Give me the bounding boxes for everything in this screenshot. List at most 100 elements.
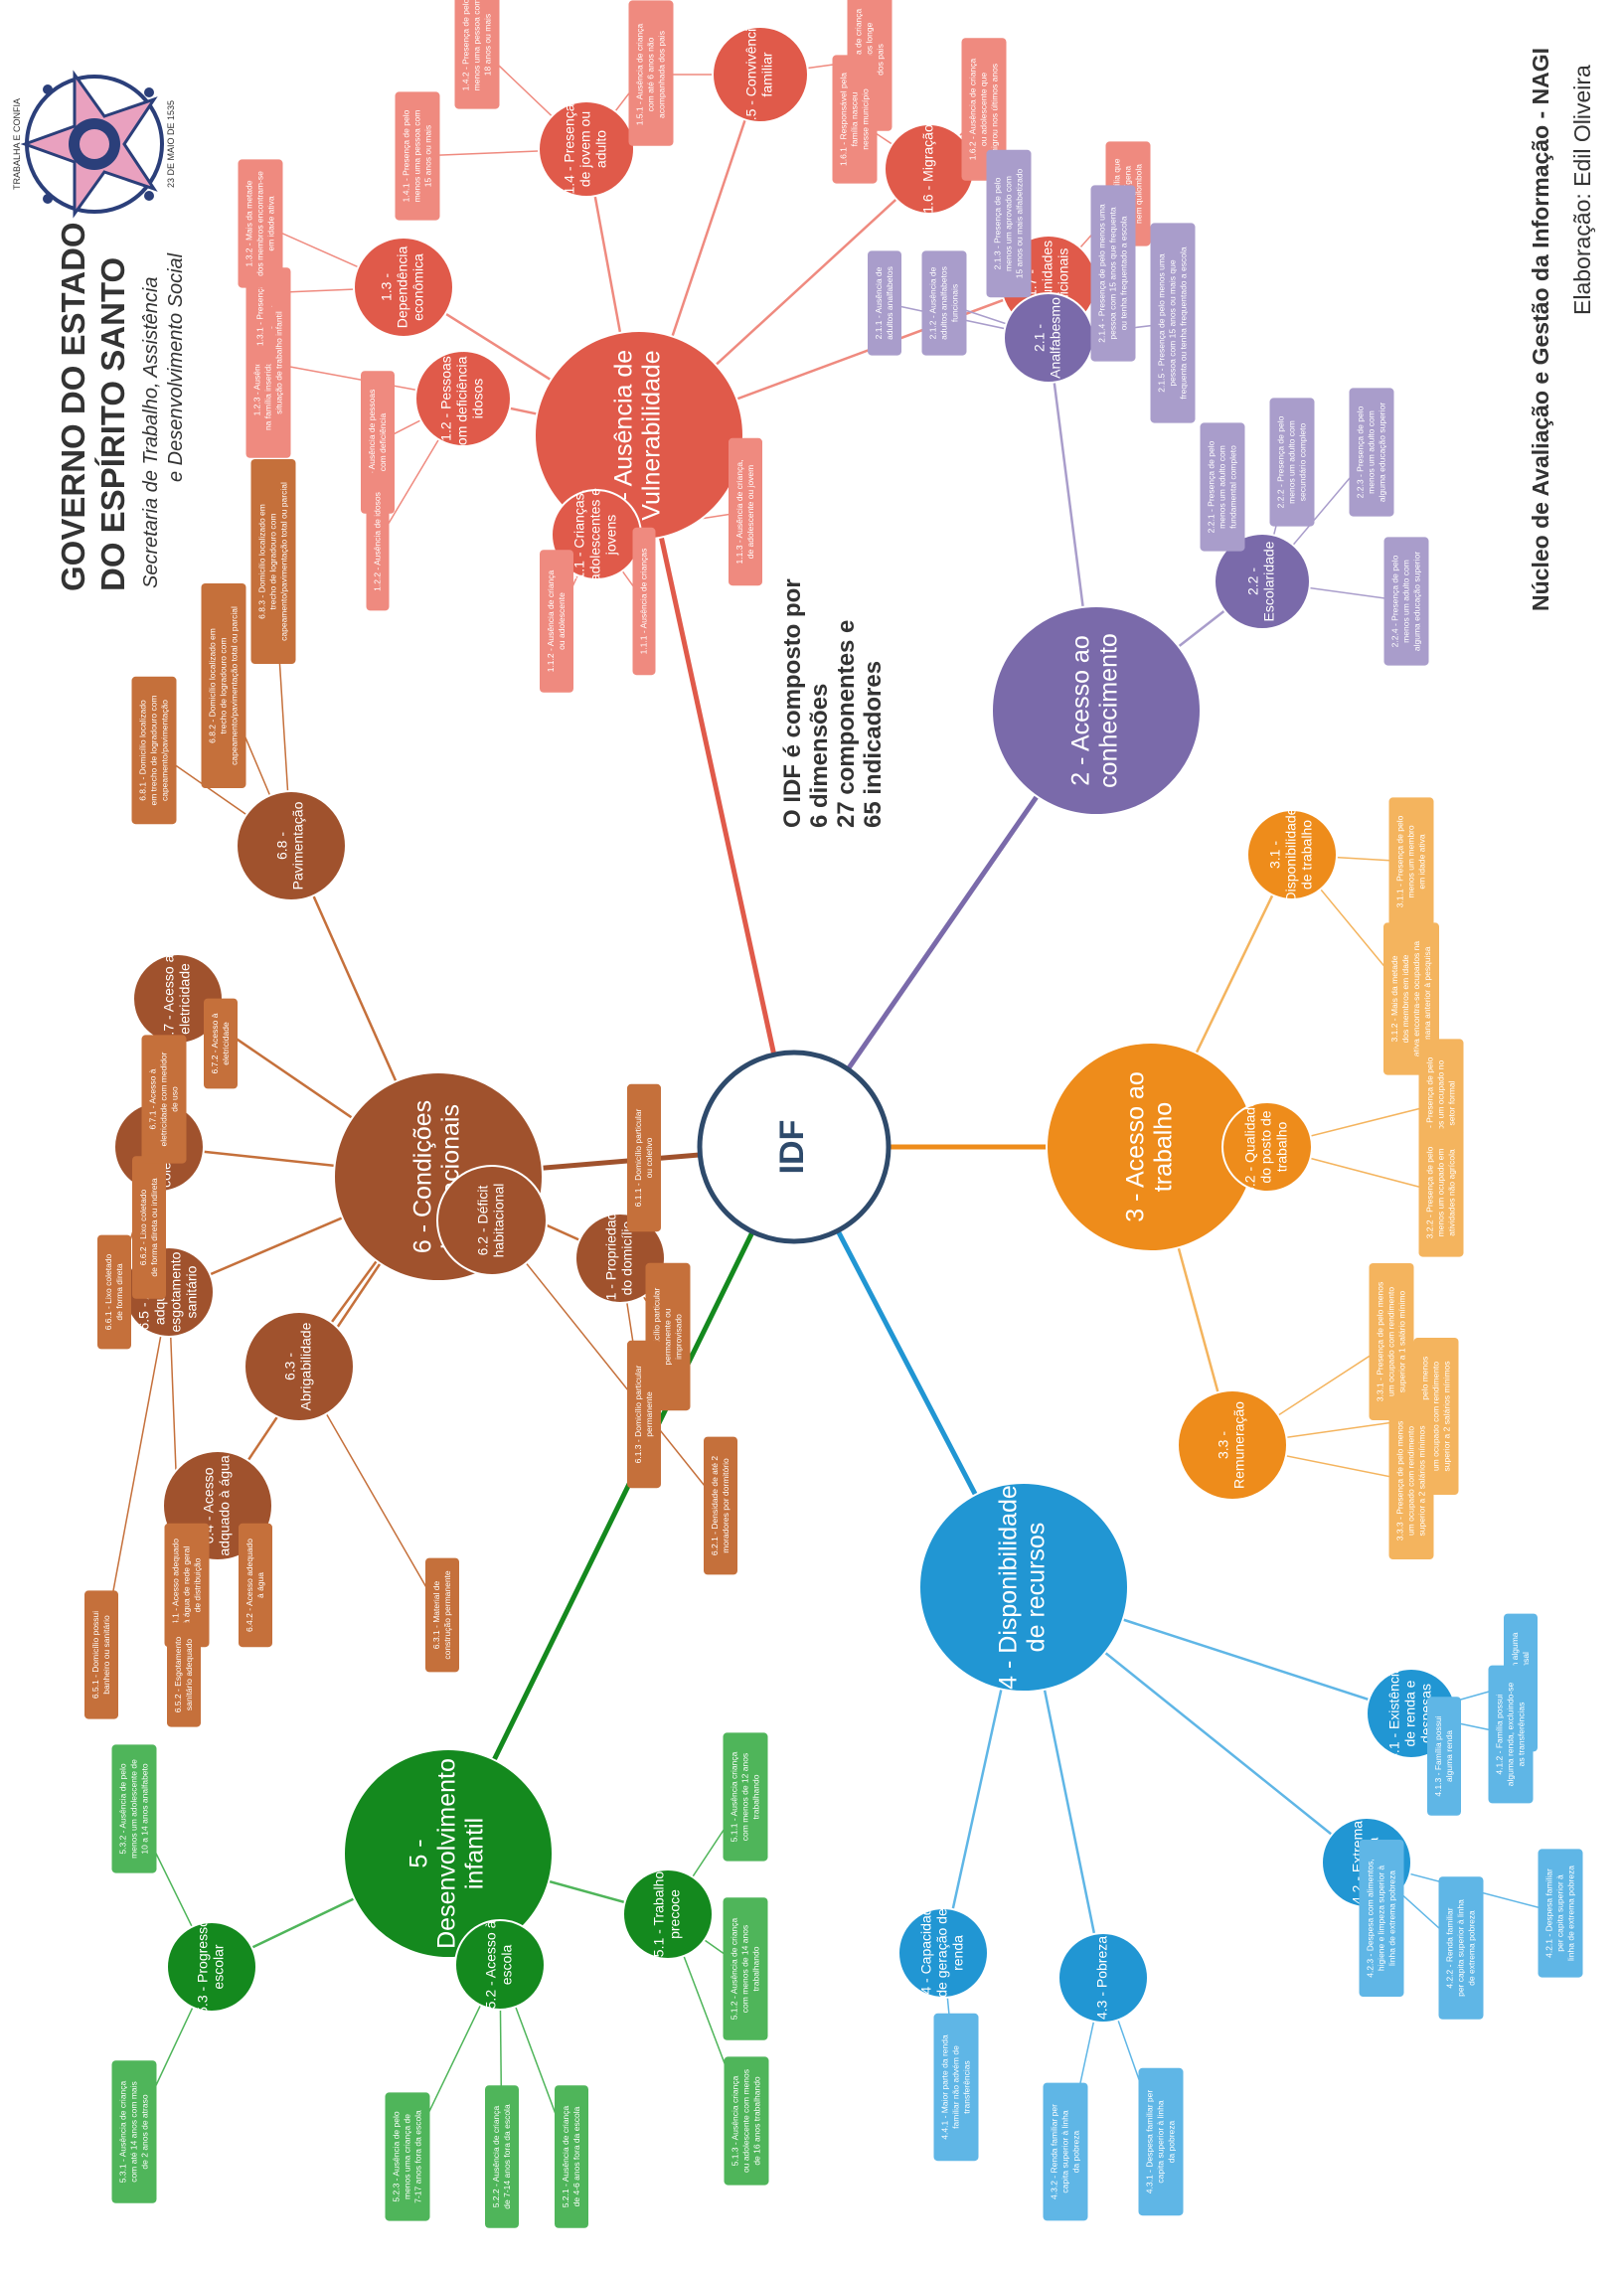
- indicator-3-1-1-label-line: menos um membro: [1405, 825, 1415, 897]
- component-4-3-node[interactable]: 4.3 - Pobreza: [1057, 1932, 1149, 2024]
- component-4-3-label-line: 4.3 - Pobreza: [1094, 1936, 1110, 2020]
- indicator-1-2-2[interactable]: 1.2.2 - Ausência de idosos: [366, 472, 390, 611]
- component-1-5-label-line: familiar: [759, 52, 775, 96]
- indicator-6-1-2-label-line: 6.1.2 - Domicílio particular: [651, 1287, 661, 1385]
- component-6-8-node[interactable]: 6.8 -Pavimentação: [236, 790, 347, 901]
- summary-line-2: 6 dimensões: [806, 684, 833, 828]
- component-2-1-node[interactable]: 2.1 -Analfabesmo: [1003, 292, 1094, 384]
- indicator-1-1-3[interactable]: 1.1.3 - Ausência de criança,de adolescen…: [729, 437, 762, 586]
- indicator-6-6-1-label-line: de forma direta: [114, 1263, 124, 1320]
- component-6-8-label-line: Pavimentação: [290, 801, 306, 890]
- component-6-3-node[interactable]: 6.3 -Abrigabilidade: [244, 1311, 355, 1422]
- indicator-6-4-2-label-line: à água: [255, 1572, 265, 1598]
- indicator-6-1-3-label-line: 6.1.3 - Domicílio particular: [633, 1365, 643, 1463]
- component-2-2-node[interactable]: 2.2 -Escolaridade: [1214, 533, 1311, 630]
- component-3-1-label-line: 3.1 -: [1267, 841, 1283, 869]
- indicator-3-2-1-label-line: 3.2.1 - Presença de pelo: [1424, 1056, 1434, 1149]
- component-2-2-label-line: Escolaridade: [1261, 541, 1277, 621]
- indicator-5-1-3-label-line: ou adolescente com menos: [740, 2069, 750, 2173]
- indicator-4-2-3[interactable]: 4.2.3 - Despesa com alimentos,higiene e …: [1359, 1840, 1404, 1997]
- component-1-1-label-line: jovens: [603, 515, 619, 556]
- indicator-2-1-4-label-line: 2.1.4 - Presença de pelo menos uma: [1096, 204, 1106, 343]
- component-6-7-label-line: eletricidade: [177, 963, 193, 1035]
- indicator-1-1-1[interactable]: 1.1.1 - Ausência de crianças: [632, 527, 656, 676]
- indicator-1-2-2-label-line: 1.2.2 - Ausência de idosos: [372, 492, 382, 591]
- component-3-3-node[interactable]: 3.3 -Remuneração: [1177, 1389, 1288, 1501]
- component-1-6-node[interactable]: 1.6 - Migração: [884, 123, 975, 215]
- indicator-4-2-3-label-line: linha de extrema pobreza: [1386, 1870, 1396, 1966]
- idf-center-node[interactable]: IDF: [697, 1050, 892, 1244]
